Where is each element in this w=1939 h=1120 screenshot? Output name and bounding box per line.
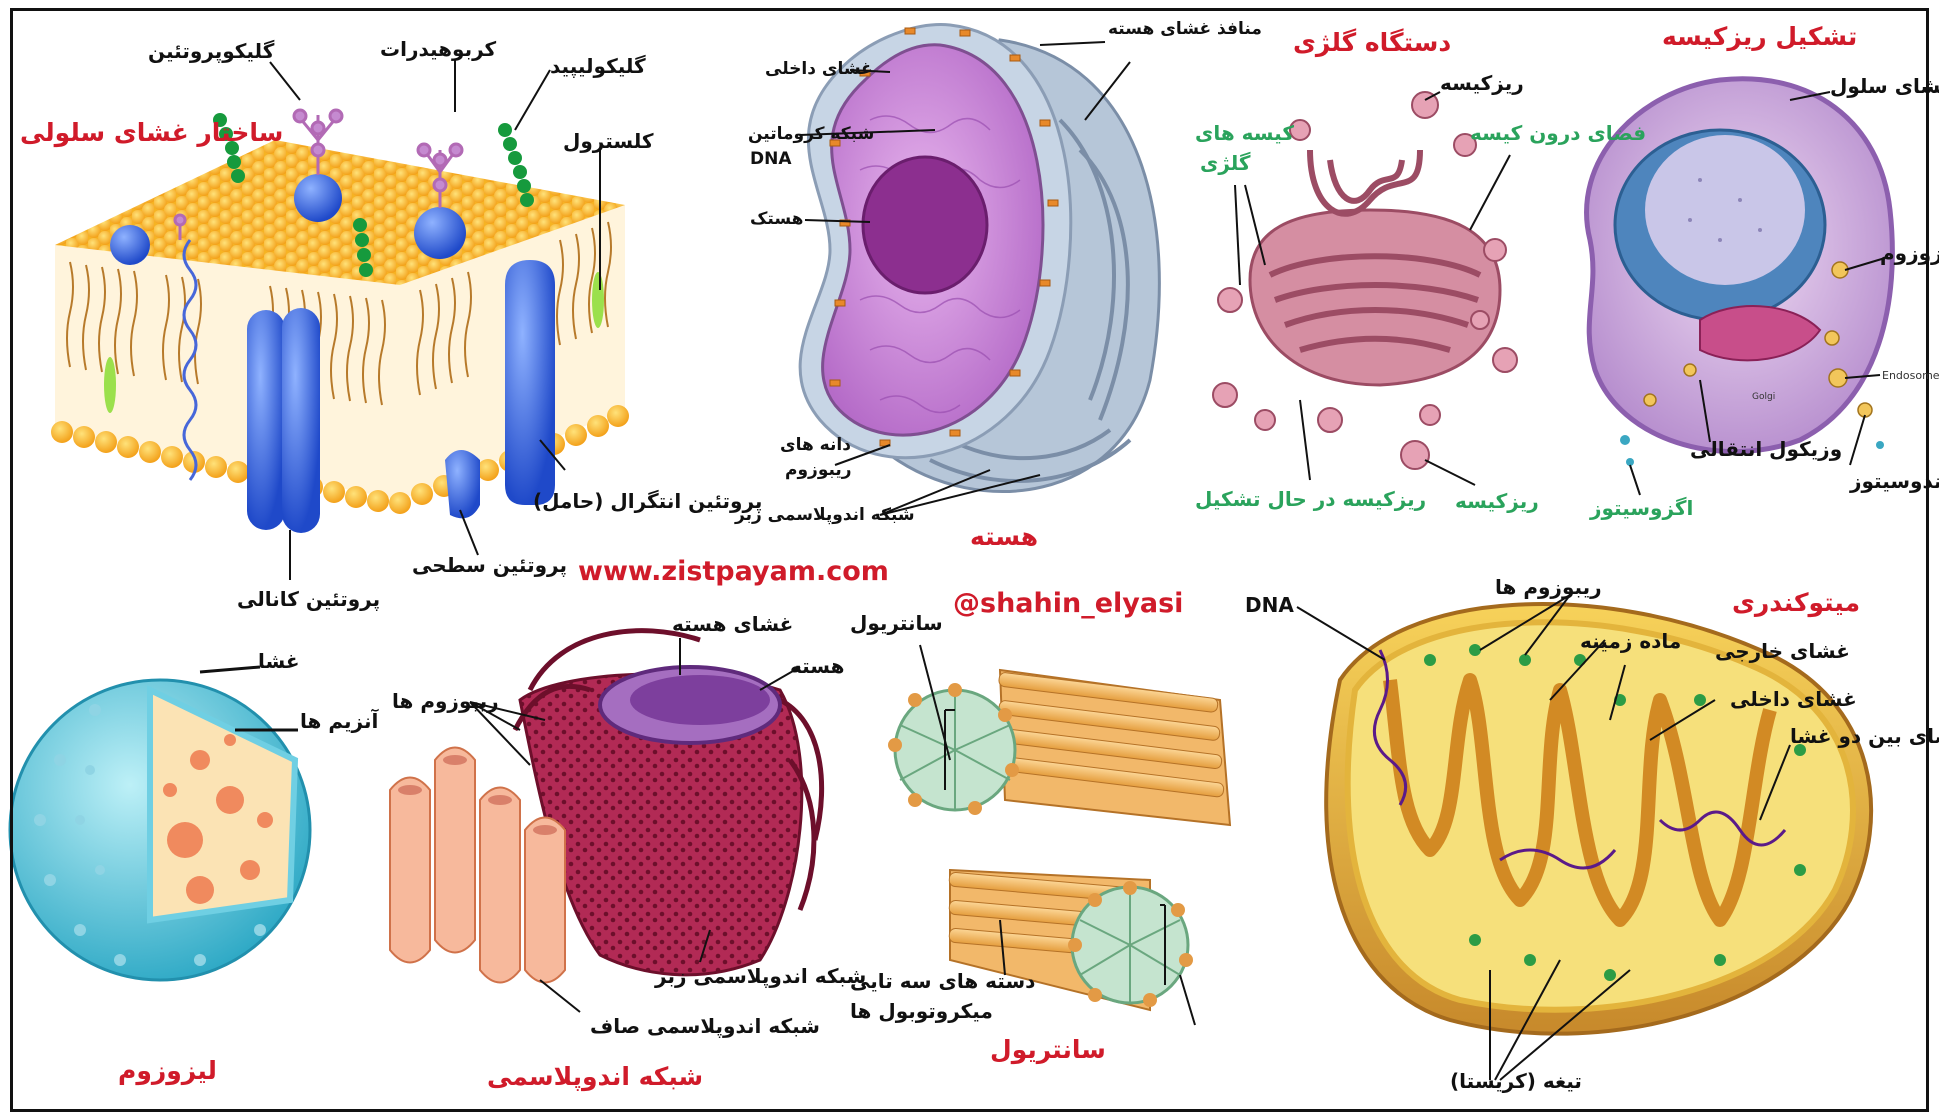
label-exocytosis: اگزوسیتوز [1590,497,1693,520]
label-cristae: تیغه (کریستا) [1450,1070,1582,1093]
label-endocytosis: اندوسیتوز [1850,470,1939,493]
golgi-title: دستگاه گلژی [1293,28,1451,57]
label-ribosome-grains-1: دانه های [780,436,851,456]
label-vf-lysosome: لیزوزوم [1880,242,1939,265]
label-er-ribosomes: ریبوزوم ها [392,690,499,713]
label-intermembrane-space: فضای بین دو غشا [1790,725,1939,748]
label-integral-protein: پروتئین انتگرال (حامل) [533,490,762,513]
label-golgi-vesicle-bottom: ریزکیسه [1455,490,1539,513]
label-forming-vesicle: ریزکیسه در حال تشکیل [1195,488,1426,511]
label-golgi-en: Golgi [1752,392,1775,402]
label-mito-dna: DNA [1245,594,1294,617]
label-mito-matrix: ماده زمینه [1580,630,1681,653]
label-golgi-sacs-1: کیسه های [1195,122,1294,145]
label-golgi-vesicle-top: ریزکیسه [1440,72,1524,95]
label-dna: DNA [750,150,792,170]
label-cell-membrane: غشای سلول [1830,75,1939,98]
label-er-nucleus: هسته [790,655,845,678]
label-triplets-2: میکروتوبول ها [850,1000,993,1023]
label-enzymes: آنزیم ها [300,710,378,733]
label-er-rough: شبکه اندوپلاسمی زبر [655,965,866,988]
label-golgi-sacs-2: گلژی [1200,152,1251,175]
label-mito-inner-membrane: غشای داخلی [1730,688,1857,711]
lysosome-title: لیزوزوم [118,1056,217,1085]
label-er-nuclear-membrane: غشای هسته [672,613,793,636]
label-ribosome-grains-2: ریبوزوم [785,461,852,481]
label-glycolipid: گلیکولیپید [550,55,646,78]
label-nucleus-rough-er: شبکه اندوپلاسمی زبر [735,506,915,526]
label-channel-protein: پروتئین کانالی [237,588,380,611]
label-nuclear-pores: منافذ غشای هسته [1108,20,1262,40]
mitochondria-title: میتوکندری [1732,588,1860,617]
membrane-title: ساختار غشای سلولی [20,118,283,147]
label-outer-membrane: غشای خارجی [1715,640,1850,663]
label-glycoprotein: گلیکوپروتئین [148,40,274,63]
label-carbohydrates: کربوهیدرات [380,38,496,61]
label-er-smooth: شبکه اندوپلاسمی صاف [590,1015,820,1038]
handle-text: @shahin_elyasi [953,588,1183,619]
label-transport-vesicle: وزیکول انتقالی [1690,438,1842,461]
vesicle-formation-title: تشکیل ریزکیسه [1662,22,1857,51]
centriole-title: سانتریول [990,1035,1106,1064]
er-title: شبکه اندوپلاسمی [487,1062,703,1091]
label-mito-ribosomes: ریبوزوم ها [1495,576,1602,599]
label-nucleolus: هستک [750,210,803,230]
label-cholesterol: کلسترول [563,130,654,153]
label-endosome: Endosome [1882,370,1939,383]
label-surface-protein: پروتئین سطحی [412,554,567,577]
label-inner-membrane: غشای داخلی [765,60,873,80]
nucleus-title: هسته [970,522,1038,551]
label-chromatin: شبکه کروماتین [748,125,874,145]
label-lysosome-membrane: غشا [258,650,300,673]
outer-frame [10,8,1929,1112]
label-golgi-lumen: فضای درون کیسه [1470,122,1646,145]
label-centriole: سانتریول [850,612,943,635]
label-triplets-1: دسته های سه تایی [850,970,1035,993]
website-text: www.zistpayam.com [578,556,889,587]
